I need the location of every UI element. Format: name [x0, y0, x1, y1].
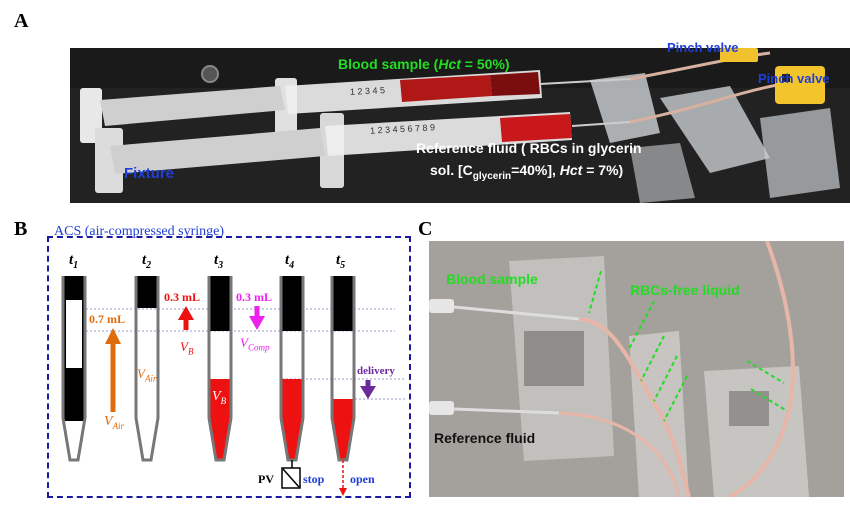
open-label: open [350, 472, 375, 486]
time-label-t5: t5 [336, 252, 346, 271]
time-label-t2: t2 [142, 252, 152, 271]
reference-fluid-line2: sol. [Cglycerin=40%], Hct = 7%) [430, 162, 623, 182]
pv-label: PV [258, 472, 274, 486]
pinch-valve-stop-icon [281, 460, 301, 489]
orange-arrow [105, 328, 121, 412]
reference-fluid-label-c: Reference fluid [434, 430, 536, 446]
volume-03ml-magenta-label: 0.3 mL [236, 290, 272, 304]
syringe-t5 [330, 276, 356, 462]
syringe-t3 [207, 276, 233, 462]
time-label-t3: t3 [214, 252, 224, 271]
volume-03ml-red-label: 0.3 mL [164, 290, 200, 304]
delivery-label: delivery [357, 365, 395, 377]
volume-07ml-label: 0.7 mL [89, 312, 125, 326]
syringe-t1 [61, 276, 87, 462]
panel-a-photo [70, 48, 850, 203]
acs-title: ACS (air-compressed syringe) [54, 224, 225, 239]
panel-c-photo [429, 241, 844, 497]
syringe-t2 [134, 276, 160, 462]
v-b-inside-label: VB [212, 389, 227, 406]
panel-b-letter: B [14, 218, 28, 240]
reference-fluid-line1: Reference fluid ( RBCs in glycerin [416, 140, 642, 156]
stop-label: stop [303, 472, 325, 486]
blood-sample-label-c: Blood sample [446, 271, 538, 287]
delivery-arrow [360, 380, 376, 399]
open-arrow [339, 460, 347, 496]
panel-c-letter: C [418, 218, 433, 240]
rbcs-free-liquid-label: RBCs-free liquid [630, 282, 740, 298]
red-arrow [178, 306, 194, 330]
v-air-large-label: VAir [104, 414, 125, 431]
time-label-t1: t1 [69, 252, 79, 271]
syringe-t4 [279, 276, 305, 462]
v-comp-label: VComp [240, 335, 270, 353]
panel-b-frame [47, 236, 411, 498]
fixture-label: Fixture [124, 165, 175, 182]
microfluidic-chip-illustration [429, 241, 844, 497]
blood-sample-suffix: = 50%) [460, 56, 510, 72]
blood-sample-hct: Hct [438, 56, 461, 72]
ref-line2-suffix: = 7%) [582, 162, 624, 178]
time-label-t4: t4 [285, 252, 295, 271]
pinch-valve-label-1: Pinch valve [667, 40, 739, 55]
ref-line2-mid: =40%], [511, 162, 560, 178]
v-b-label: VB [180, 339, 194, 357]
magenta-arrow [249, 306, 265, 330]
blood-sample-prefix: Blood sample ( [338, 56, 439, 72]
v-air-small-label: VAir [137, 366, 157, 384]
blood-sample-label: Blood sample (Hct = 50%) [338, 56, 510, 72]
pinch-valve-label-2: Pinch valve [758, 71, 830, 86]
ref-line2-prefix: sol. [C [430, 162, 473, 178]
syringe-setup-illustration [70, 48, 850, 203]
panel-a-letter: A [14, 10, 29, 32]
ref-line2-hct: Hct [559, 162, 583, 178]
ref-line2-sub: glycerin [472, 170, 512, 182]
